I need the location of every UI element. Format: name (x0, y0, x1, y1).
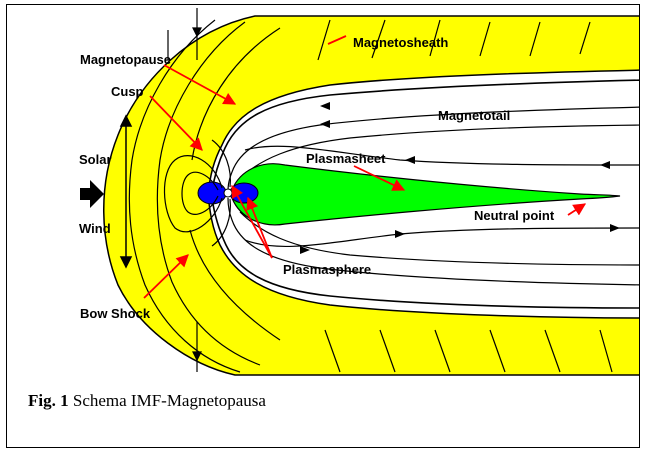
label-cusp: Cusp (111, 84, 144, 99)
solar-wind-arrow (80, 180, 104, 208)
label-magnetotail: Magnetotail (438, 108, 510, 123)
plasmasphere-right (230, 183, 258, 203)
label-plasmasheet: Plasmasheet (306, 151, 386, 166)
label-wind: Wind (79, 221, 111, 236)
label-bow-shock: Bow Shock (80, 306, 151, 321)
figure-number: Fig. 1 (28, 391, 69, 410)
figure-caption-text: Schema IMF-Magnetopausa (73, 391, 266, 410)
label-magnetopause: Magnetopause (80, 52, 171, 67)
plasmasheet-region (232, 164, 620, 225)
label-plasmasphere: Plasmasphere (283, 262, 371, 277)
label-magnetosheath: Magnetosheath (353, 35, 448, 50)
label-neutral-point: Neutral point (474, 208, 555, 223)
figure-caption: Fig. 1 Schema IMF-Magnetopausa (28, 391, 266, 411)
label-solar: Solar (79, 152, 112, 167)
earth (224, 189, 232, 197)
